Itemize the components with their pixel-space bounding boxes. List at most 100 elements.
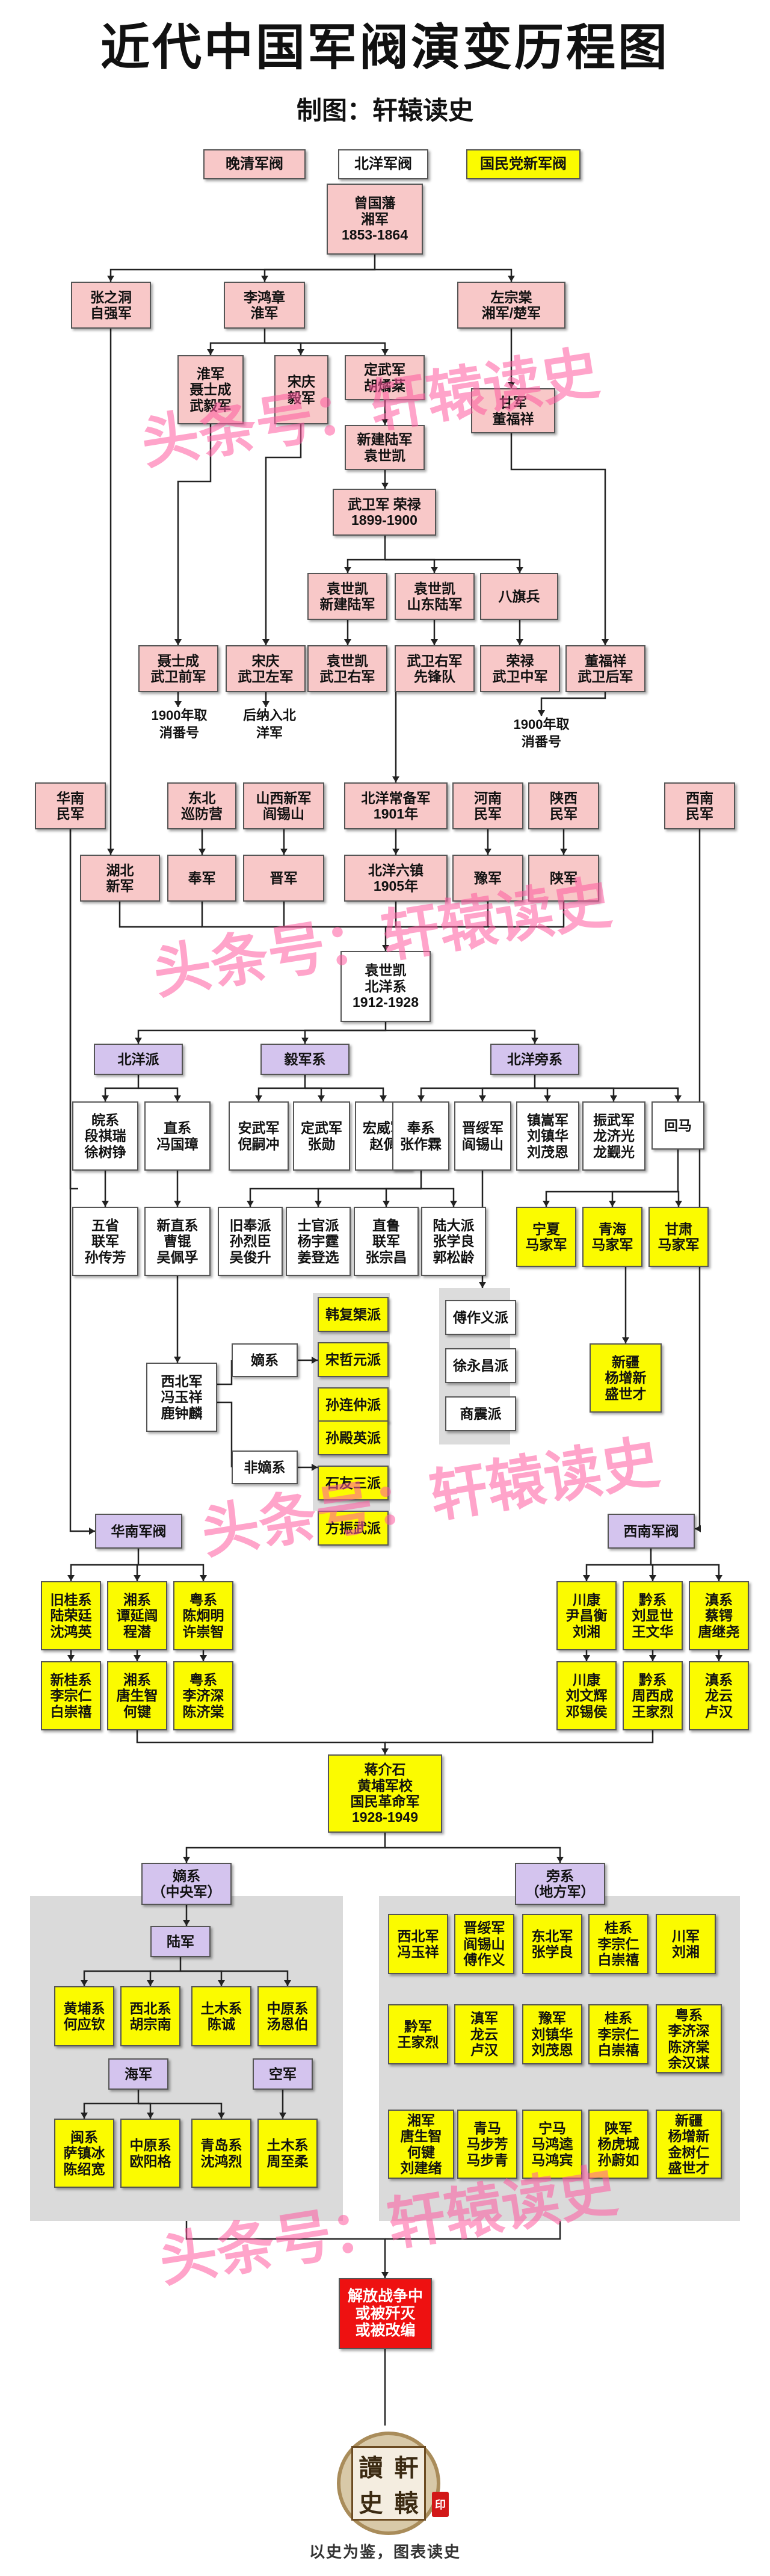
node-zhang-zhidong: 张之洞 自强军 (71, 282, 151, 329)
legend-item-2: 北洋军阀 (338, 149, 428, 179)
node-qianjun: 黔军 王家烈 (388, 2004, 448, 2064)
legend-item-1: 晚清军阀 (203, 149, 306, 179)
node-huima: 回马 (651, 1101, 704, 1150)
connector-arrowhead (508, 276, 515, 282)
connector (375, 268, 513, 282)
node-han-fuju: 韩复榘派 (318, 1297, 389, 1332)
connector-arrowhead (381, 483, 389, 489)
connector (149, 1970, 180, 1986)
node-ronglu-center: 荣禄 武卫中军 (480, 645, 560, 692)
connector-arrowhead (715, 1575, 722, 1581)
connector-arrowhead (218, 2113, 225, 2119)
connector (510, 433, 606, 645)
node-xingui: 新桂系 李宗仁 白崇禧 (41, 1661, 101, 1730)
connector-arrowhead (382, 945, 389, 951)
node-wuwei-pioneer: 武卫右军 先锋队 (395, 645, 475, 692)
node-shaanjun: 陕军 杨虎城 孙蔚如 (588, 2110, 648, 2179)
connector (265, 424, 302, 645)
node-song-zheyuan: 宋哲元派 (318, 1342, 389, 1377)
connector-arrowhead (147, 1980, 154, 1986)
connector-arrowhead (183, 1857, 190, 1863)
connector (317, 1187, 421, 1207)
legend-item-3: 国民党新军阀 (466, 149, 581, 179)
node-fengjun: 奉军 (167, 855, 236, 902)
connector (346, 536, 386, 573)
node-jinsui: 晋绥军 阎锡山 (454, 1101, 511, 1171)
connector-arrowhead (174, 1357, 181, 1363)
node-pangxi-local: 旁系 （地方军） (515, 1863, 605, 1905)
connector-arrowhead (431, 639, 438, 645)
node-ysk-xinjian: 袁世凯 新建陆军 (307, 573, 387, 620)
connector (109, 255, 376, 282)
connector-arrowhead (383, 1201, 390, 1207)
seal-char-3: 史 (359, 2489, 383, 2518)
connector-arrowhead (649, 1575, 656, 1581)
connector-arrowhead (392, 776, 399, 782)
node-wanxi: 皖系 段祺瑞 徐树铮 (72, 1101, 138, 1171)
connector-arrowhead (344, 639, 351, 645)
node-qian-zhou: 黔系 周西成 王家烈 (623, 1661, 683, 1730)
connector-arrowhead (602, 639, 609, 645)
connector-arrowhead (107, 849, 114, 855)
slogan: 以史为鉴，图表读史 (309, 2543, 461, 2561)
node-final: 解放战争中 或被歼灭 或被改编 (339, 2278, 432, 2349)
connector (185, 1833, 386, 1863)
node-zeng: 曾国藩 湘军 1853-1864 (327, 184, 423, 255)
connector-arrowhead (508, 382, 515, 388)
node-min-sa: 闽系 萨镇冰 陈绍宽 (54, 2119, 114, 2188)
connector-arrowhead (715, 1655, 722, 1661)
connector (217, 1360, 233, 1386)
connector-arrowhead (392, 849, 399, 855)
connector-arrowhead (262, 639, 270, 645)
node-xinjiang2: 新疆 杨增新 金树仁 盛世才 (656, 2110, 722, 2179)
node-xinan-mj: 西南 民军 (664, 782, 735, 829)
node-henan-mj: 河南 民军 (452, 782, 523, 829)
node-dingwu2: 定武军 张勋 (293, 1101, 350, 1171)
node-ganjun: 甘军 董福祥 (471, 388, 555, 433)
seal-char-2: 軒 (394, 2453, 419, 2482)
node-qingma: 青马 马步芳 马步青 (457, 2110, 517, 2179)
node-zhensong: 镇嵩军 刘镇华 刘茂恩 (516, 1101, 579, 1171)
node-yue-chen: 粤系 陈炯明 许崇智 (173, 1581, 233, 1650)
connector-arrowhead (417, 1095, 425, 1101)
node-anwu: 安武军 倪嗣冲 (229, 1101, 289, 1171)
connector-arrowhead (538, 710, 545, 716)
connector-arrowhead (183, 1920, 190, 1926)
connector (83, 1957, 182, 1986)
node-qingdao: 青岛系 沈鸿烈 (191, 2119, 251, 2188)
node-shiyou: 石友三派 (318, 1466, 389, 1500)
node-ysk-shandong: 袁世凯 山东陆军 (395, 573, 475, 620)
node-sun-dianying: 孙殿英派 (318, 1420, 389, 1455)
connector-arrowhead (560, 849, 567, 855)
connector-arrowhead (318, 1095, 325, 1101)
connector (651, 1564, 720, 1581)
connector (136, 1730, 386, 1754)
connector-arrowhead (484, 849, 491, 855)
connector (386, 902, 489, 928)
node-zhenwu: 振武军 龙济光 龙觐光 (582, 1101, 645, 1171)
connector-arrowhead (381, 349, 389, 355)
node-huanan-mj: 华南 民军 (35, 782, 106, 829)
connector (209, 329, 266, 355)
seal-char-4: 轅 (394, 2489, 419, 2518)
connector-arrowhead (544, 1095, 551, 1101)
node-zhilu: 直鲁 联军 张宗昌 (354, 1207, 419, 1276)
node-yujun2: 豫军 刘镇华 刘茂恩 (522, 2004, 582, 2064)
connector (69, 829, 95, 1532)
node-dongbeijun: 东北军 张学良 (522, 1914, 582, 1974)
connector (385, 1730, 654, 1744)
connector-arrowhead (247, 1201, 254, 1207)
connector (177, 424, 212, 645)
note-n-huaibei: 后纳入北 洋军 (242, 708, 296, 740)
connector-arrowhead (312, 1464, 318, 1471)
connector-arrowhead (67, 1655, 75, 1661)
connector (138, 1087, 179, 1101)
node-guixi-li: 桂系 李宗仁 白崇禧 (588, 1914, 648, 1974)
node-baqi: 八旗兵 (480, 573, 558, 620)
node-xibeijun: 西北军 冯玉祥 鹿钟麟 (146, 1363, 217, 1432)
connector (180, 1970, 223, 1986)
connector-arrowhead (344, 567, 351, 573)
connector-arrowhead (255, 1095, 262, 1101)
node-fang-zhenwu: 方振武派 (318, 1511, 389, 1546)
connector-arrowhead (81, 2113, 88, 2119)
